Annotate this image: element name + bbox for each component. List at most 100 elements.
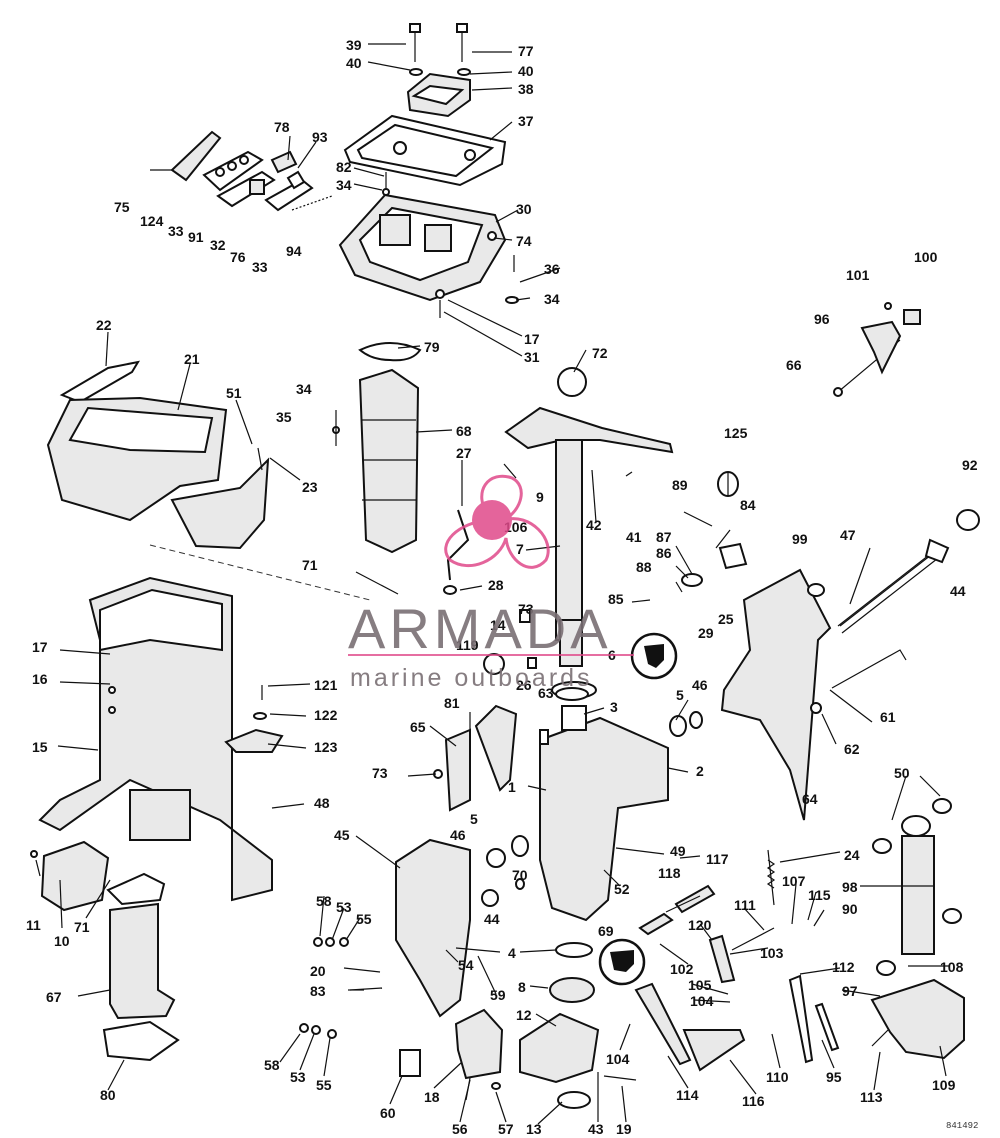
exhaust-tube (332, 342, 422, 554)
thermostat-cover-group (150, 130, 333, 212)
callout-17: 17 (32, 639, 48, 655)
callout-58: 58 (264, 1057, 280, 1073)
callout-25: 25 (718, 611, 734, 627)
callout-59: 59 (490, 987, 506, 1003)
callout-73: 73 (518, 601, 534, 617)
callout-24: 24 (844, 847, 860, 863)
callout-13: 13 (526, 1121, 542, 1137)
callout-41: 41 (626, 529, 642, 545)
callout-27: 27 (456, 445, 472, 461)
callout-114: 114 (676, 1087, 699, 1103)
callout-72: 72 (592, 345, 608, 361)
callout-66: 66 (786, 357, 802, 373)
callout-8: 8 (518, 979, 526, 995)
callout-81: 81 (444, 695, 460, 711)
callout-100: 100 (914, 249, 938, 265)
callout-5: 5 (470, 811, 478, 827)
callout-123: 123 (314, 739, 338, 755)
callout-112: 112 (832, 959, 855, 975)
shift-interlock-switch (406, 72, 471, 118)
callout-116: 116 (742, 1093, 765, 1109)
drawing-code: 841492 (946, 1121, 978, 1131)
callout-23: 23 (302, 479, 318, 495)
callout-20: 20 (310, 963, 326, 979)
water-pump-cover-plate (30, 840, 110, 912)
callout-52: 52 (614, 881, 630, 897)
callout-89: 89 (672, 477, 688, 493)
callout-46: 46 (692, 677, 708, 693)
callout-84: 84 (740, 497, 756, 513)
callout-58: 58 (316, 893, 332, 909)
callout-120: 120 (688, 917, 712, 933)
callout-33: 33 (168, 223, 184, 239)
callout-42: 42 (586, 517, 602, 533)
callout-9: 9 (536, 489, 544, 505)
callout-119: 119 (456, 637, 479, 653)
callout-11: 11 (26, 917, 41, 933)
callout-56: 56 (452, 1121, 468, 1137)
callout-15: 15 (32, 739, 48, 755)
callout-55: 55 (356, 911, 372, 927)
callout-64: 64 (802, 791, 818, 807)
water-tube (443, 509, 470, 595)
callout-36: 36 (544, 261, 560, 277)
callout-44: 44 (950, 583, 966, 599)
callout-77: 77 (518, 43, 534, 59)
callout-87: 87 (656, 529, 672, 545)
callout-94: 94 (286, 243, 302, 259)
callout-97: 97 (842, 983, 858, 999)
callout-88: 88 (636, 559, 652, 575)
callout-53: 53 (336, 899, 352, 915)
callout-28: 28 (488, 577, 504, 593)
swivel-bracket (539, 681, 669, 922)
callout-2: 2 (696, 763, 704, 779)
callout-12: 12 (516, 1007, 532, 1023)
callout-83: 83 (310, 983, 326, 999)
watermark-logo (444, 474, 550, 569)
callout-17: 17 (524, 331, 540, 347)
drive-shaft-housing (38, 544, 371, 902)
callout-118: 118 (658, 865, 681, 881)
callout-34: 34 (544, 291, 560, 307)
callout-85: 85 (608, 591, 624, 607)
callout-32: 32 (210, 237, 226, 253)
callout-40: 40 (346, 55, 362, 71)
callout-86: 86 (656, 545, 672, 561)
callout-71: 71 (74, 919, 90, 935)
callout-113: 113 (860, 1089, 883, 1105)
thrust-rod-bushings (481, 711, 703, 907)
callout-48: 48 (314, 795, 330, 811)
callout-35: 35 (276, 409, 292, 425)
callout-108: 108 (940, 959, 964, 975)
callout-70: 70 (512, 867, 528, 883)
callout-96: 96 (814, 311, 830, 327)
callout-111: 111 (734, 897, 756, 913)
callout-99: 99 (792, 531, 808, 547)
callout-3: 3 (610, 699, 618, 715)
adaptor-housing (338, 193, 507, 302)
callout-19: 19 (616, 1121, 632, 1137)
callout-90: 90 (842, 901, 858, 917)
callout-40: 40 (518, 63, 534, 79)
callout-44: 44 (484, 911, 500, 927)
callout-71: 71 (302, 557, 318, 573)
trail-pin (810, 649, 907, 714)
callout-22: 22 (96, 317, 112, 333)
reverse-lock-linkage (634, 927, 840, 1072)
callout-75: 75 (114, 199, 130, 215)
callout-50: 50 (894, 765, 910, 781)
callout-37: 37 (518, 113, 534, 129)
callout-16: 16 (32, 671, 48, 687)
callout-43: 43 (588, 1121, 604, 1137)
rear-exhaust-cover (46, 360, 228, 522)
callout-115: 115 (808, 887, 831, 903)
callout-26: 26 (516, 677, 532, 693)
callout-29: 29 (698, 625, 714, 641)
callout-74: 74 (516, 233, 532, 249)
callout-47: 47 (840, 527, 856, 543)
callout-60: 60 (380, 1105, 396, 1121)
callout-55: 55 (316, 1077, 332, 1093)
callout-91: 91 (188, 229, 204, 245)
callout-31: 31 (524, 349, 540, 365)
shock-mount-bracket (870, 978, 965, 1060)
